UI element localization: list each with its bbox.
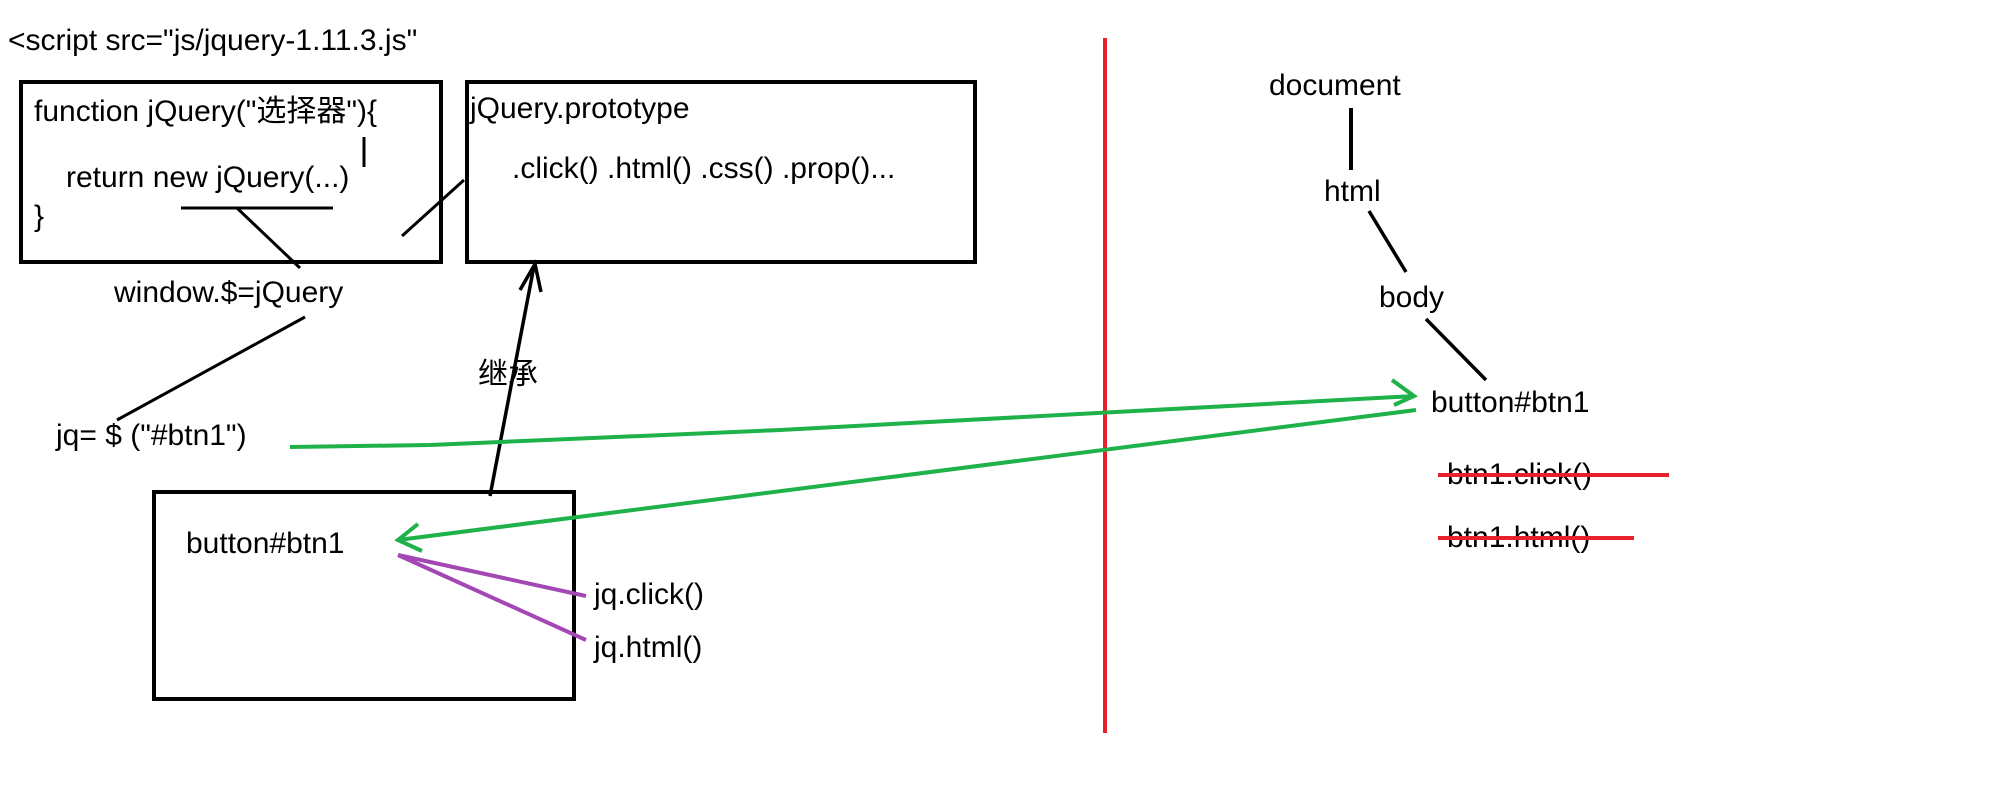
- function-box-border: [19, 80, 443, 264]
- script-tag-text: <script src="js/jquery-1.11.3.js": [8, 24, 417, 57]
- inherit-label: 继承: [478, 358, 538, 391]
- prototype-box-border: [465, 80, 977, 264]
- select-dom-arrow-shaft: [289, 394, 1416, 449]
- window-assign-text: window.$=jQuery: [113, 276, 343, 309]
- tree-node-document: document: [1269, 69, 1401, 102]
- wrap-object-arrow-head: [394, 522, 423, 553]
- function-box: function jQuery("选择器"){ return new jQuer…: [19, 80, 443, 264]
- object-box-border: [152, 490, 576, 701]
- select-dom-arrow: [289, 378, 1418, 449]
- inherit-arrow: [488, 259, 543, 497]
- body-to-button-line: [1424, 317, 1488, 382]
- function-line-2: return new jQuery(...): [66, 161, 349, 194]
- object-method-click: jq.click(): [593, 578, 704, 611]
- prototype-title: jQuery.prototype: [469, 92, 690, 125]
- prototype-box: jQuery.prototype .click() .html() .css()…: [465, 80, 977, 264]
- html-to-body-line: [1367, 210, 1408, 273]
- method-link-click: [397, 553, 587, 598]
- prototype-methods: .click() .html() .css() .prop()...: [512, 152, 895, 185]
- select-dom-arrow-head: [1390, 378, 1418, 407]
- method-link-html: [397, 553, 587, 642]
- function-to-window-line: [235, 206, 302, 270]
- jquery-object-box: button#btn1 jq.click() jq.html(): [152, 490, 704, 701]
- function-line-1: function jQuery("选择器"){: [34, 95, 377, 128]
- inherit-arrow-shaft: [488, 265, 536, 497]
- tree-node-button: button#btn1: [1431, 386, 1589, 419]
- object-box-label: button#btn1: [186, 527, 344, 560]
- wrap-object-arrow-shaft: [397, 408, 1417, 542]
- function-to-prototype-line: [400, 178, 466, 238]
- tree-node-body: body: [1379, 281, 1444, 314]
- jq-call-text: jq= $ ("#btn1"): [55, 419, 247, 452]
- object-method-html: jq.html(): [593, 631, 702, 664]
- wrap-object-arrow: [394, 408, 1417, 553]
- window-to-jq-line: [116, 315, 306, 422]
- function-line-3: }: [34, 200, 44, 233]
- inherit-arrow-head: [518, 259, 543, 293]
- tree-node-html: html: [1324, 175, 1381, 208]
